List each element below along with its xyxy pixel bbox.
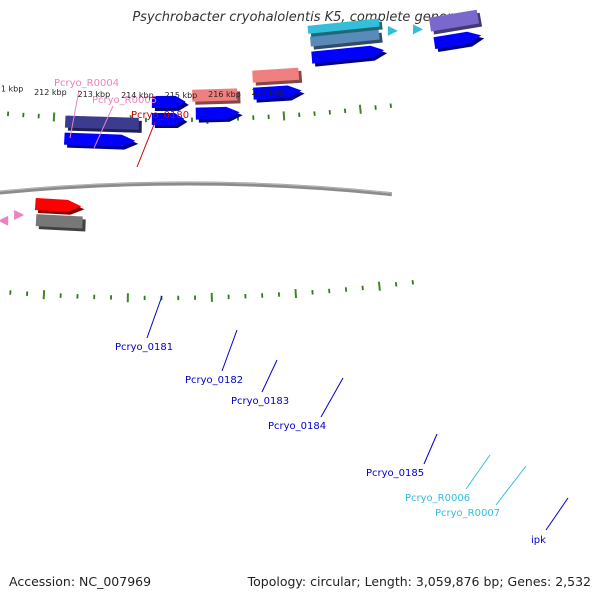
- backbone-layer: [0, 181, 393, 197]
- inner-tick-25: [358, 104, 362, 114]
- outer-tick-26: [394, 282, 398, 287]
- outer-tick-27: [411, 280, 414, 285]
- gene-block-0184-salmon: [252, 67, 303, 86]
- gene-arrow-pcryo-0182b-highlight: [151, 105, 176, 108]
- gene-block-0183-salmon-body: [192, 88, 238, 102]
- gene-block-0185-steel-body: [310, 29, 380, 47]
- gene-arrow-pcryo-0182b-body: [151, 95, 186, 108]
- gene-arrow-ipk-highlight: [434, 41, 470, 50]
- trna-marker-pcryo-r0006: [387, 25, 398, 36]
- trna-marker-pcryo-r0004: [0, 215, 9, 226]
- leader-pcryo_0183: [261, 359, 278, 393]
- gene-block-ipk-violet-body: [428, 9, 480, 32]
- gene-block-0184-salmon-body: [252, 67, 300, 83]
- inner-tick-26: [374, 105, 377, 110]
- leader-pcryo_0181: [146, 295, 163, 339]
- leader-pcryo_0182: [221, 329, 238, 372]
- leader-pcryo_r0004: [69, 89, 80, 139]
- gene-label-pcryo-0185: Pcryo_0185: [366, 468, 424, 479]
- gene-arrow-pcryo-0183: [195, 106, 243, 123]
- gene-block-0185-cyan-body: [307, 18, 380, 34]
- gene-arrow-pcryo-0182b: [151, 95, 189, 111]
- gene-label-pcryo-0182: Pcryo_0182: [185, 375, 243, 386]
- kbp-label: 212 kbp: [34, 88, 67, 97]
- gene-arrow-pcryo-0185-body: [311, 45, 385, 64]
- accession-text: Accession: NC_007969: [9, 574, 152, 589]
- kbp-label: 213 kbp: [78, 90, 111, 99]
- inner-tick-5: [52, 112, 56, 122]
- gene-label-pcryo-0180: Pcryo_0180: [131, 110, 189, 121]
- genome-backbone-highlight: [0, 181, 392, 194]
- outer-tick-25: [377, 281, 381, 291]
- gene-arrow-pcryo-0183-highlight: [195, 116, 227, 120]
- gene-label-pcryo-r0005: Pcryo_R0005: [92, 95, 157, 106]
- scale-labels: 211 kbp 212 kbp 213 kbp 214 kbp 215 kbp 216 k…: [0, 85, 284, 100]
- gene-arrow-pcryo-0184-body: [253, 85, 302, 100]
- outer-tick-20: [294, 288, 298, 299]
- kbp-label: 215 kbp: [165, 91, 198, 100]
- leader-pcryo_r0007: [495, 465, 527, 506]
- gene-arrow-pcryo-0184-highlight: [253, 95, 289, 100]
- genome-summary-text: Topology: circular; Length: 3,059,876 bp…: [247, 574, 591, 589]
- inner-tick-20: [282, 111, 286, 121]
- gene-arrow-pcryo-0185-highlight: [312, 55, 372, 64]
- trna-marker-pcryo-r0007: [413, 24, 423, 35]
- kbp-label: 214 kbp: [121, 91, 154, 100]
- gene-label-pcryo-0183: Pcryo_0183: [231, 396, 289, 407]
- gene-arrow-pcryo-0180-highlight: [34, 207, 68, 212]
- gene-label-pcryo-0181: Pcryo_0181: [115, 342, 173, 353]
- kbp-label: 211 kbp: [0, 85, 23, 94]
- label-leaders: [69, 89, 569, 531]
- leader-pcryo_0185: [423, 433, 438, 465]
- gene-block-0181-dark-body: [64, 115, 139, 130]
- gene-arrow-pcryo-0181-highlight: [64, 142, 122, 147]
- genome-title: Psychrobacter cryohalolentis K5, complet…: [132, 10, 468, 25]
- leader-pcryo_0184: [320, 377, 344, 418]
- gene-label-pcryo-0184: Pcryo_0184: [268, 421, 326, 432]
- gene-arrow-pcryo-0185: [311, 45, 388, 67]
- gene-block-0181-dark: [64, 115, 142, 133]
- kbp-label: 217 kbp: [252, 88, 285, 97]
- gene-block-gray: [35, 214, 86, 232]
- gene-arrow-pcryo-0183-body: [195, 106, 240, 120]
- genome-backbone: [0, 181, 393, 197]
- gene-arrow-pcryo-0181: [64, 132, 139, 150]
- gene-arrow-pcryo-0182-body: [151, 112, 185, 125]
- gene-labels: Pcryo_R0004Pcryo_R0005Pcryo_0180Pcryo_01…: [54, 78, 546, 546]
- gene-label-pcryo-r0007: Pcryo_R0007: [435, 508, 500, 519]
- leader-ipk: [545, 497, 569, 531]
- gene-block-gray-body: [35, 214, 83, 229]
- kbp-label: 216 kbp: [208, 90, 241, 99]
- outer-tick-5: [42, 290, 46, 300]
- leader-pcryo_r0006: [465, 454, 491, 490]
- gene-arrow-ipk: [433, 31, 485, 53]
- inner-tick-27: [389, 103, 392, 108]
- gene-label-pcryo-r0006: Pcryo_R0006: [405, 493, 470, 504]
- gene-label-ipk: ipk: [531, 535, 546, 546]
- gene-block-ipk-violet: [428, 9, 483, 35]
- gene-features: [0, 9, 485, 232]
- trna-marker-pcryo-r0005: [14, 209, 25, 220]
- leader-pcryo_r0005: [93, 105, 114, 149]
- gene-arrow-ipk-body: [433, 31, 482, 50]
- leader-pcryo_0180: [136, 121, 156, 168]
- gene-block-0183-salmon: [192, 88, 241, 105]
- gene-label-pcryo-r0004: Pcryo_R0004: [54, 78, 119, 89]
- gene-block-0185-cyan: [307, 18, 383, 37]
- gene-block-0185-steel: [310, 29, 383, 50]
- gene-arrow-pcryo-0180: [34, 198, 85, 215]
- gene-arrow-pcryo-0184: [253, 85, 305, 103]
- gene-arrow-pcryo-0182-highlight: [151, 122, 175, 125]
- gene-arrow-pcryo-0182: [151, 112, 188, 128]
